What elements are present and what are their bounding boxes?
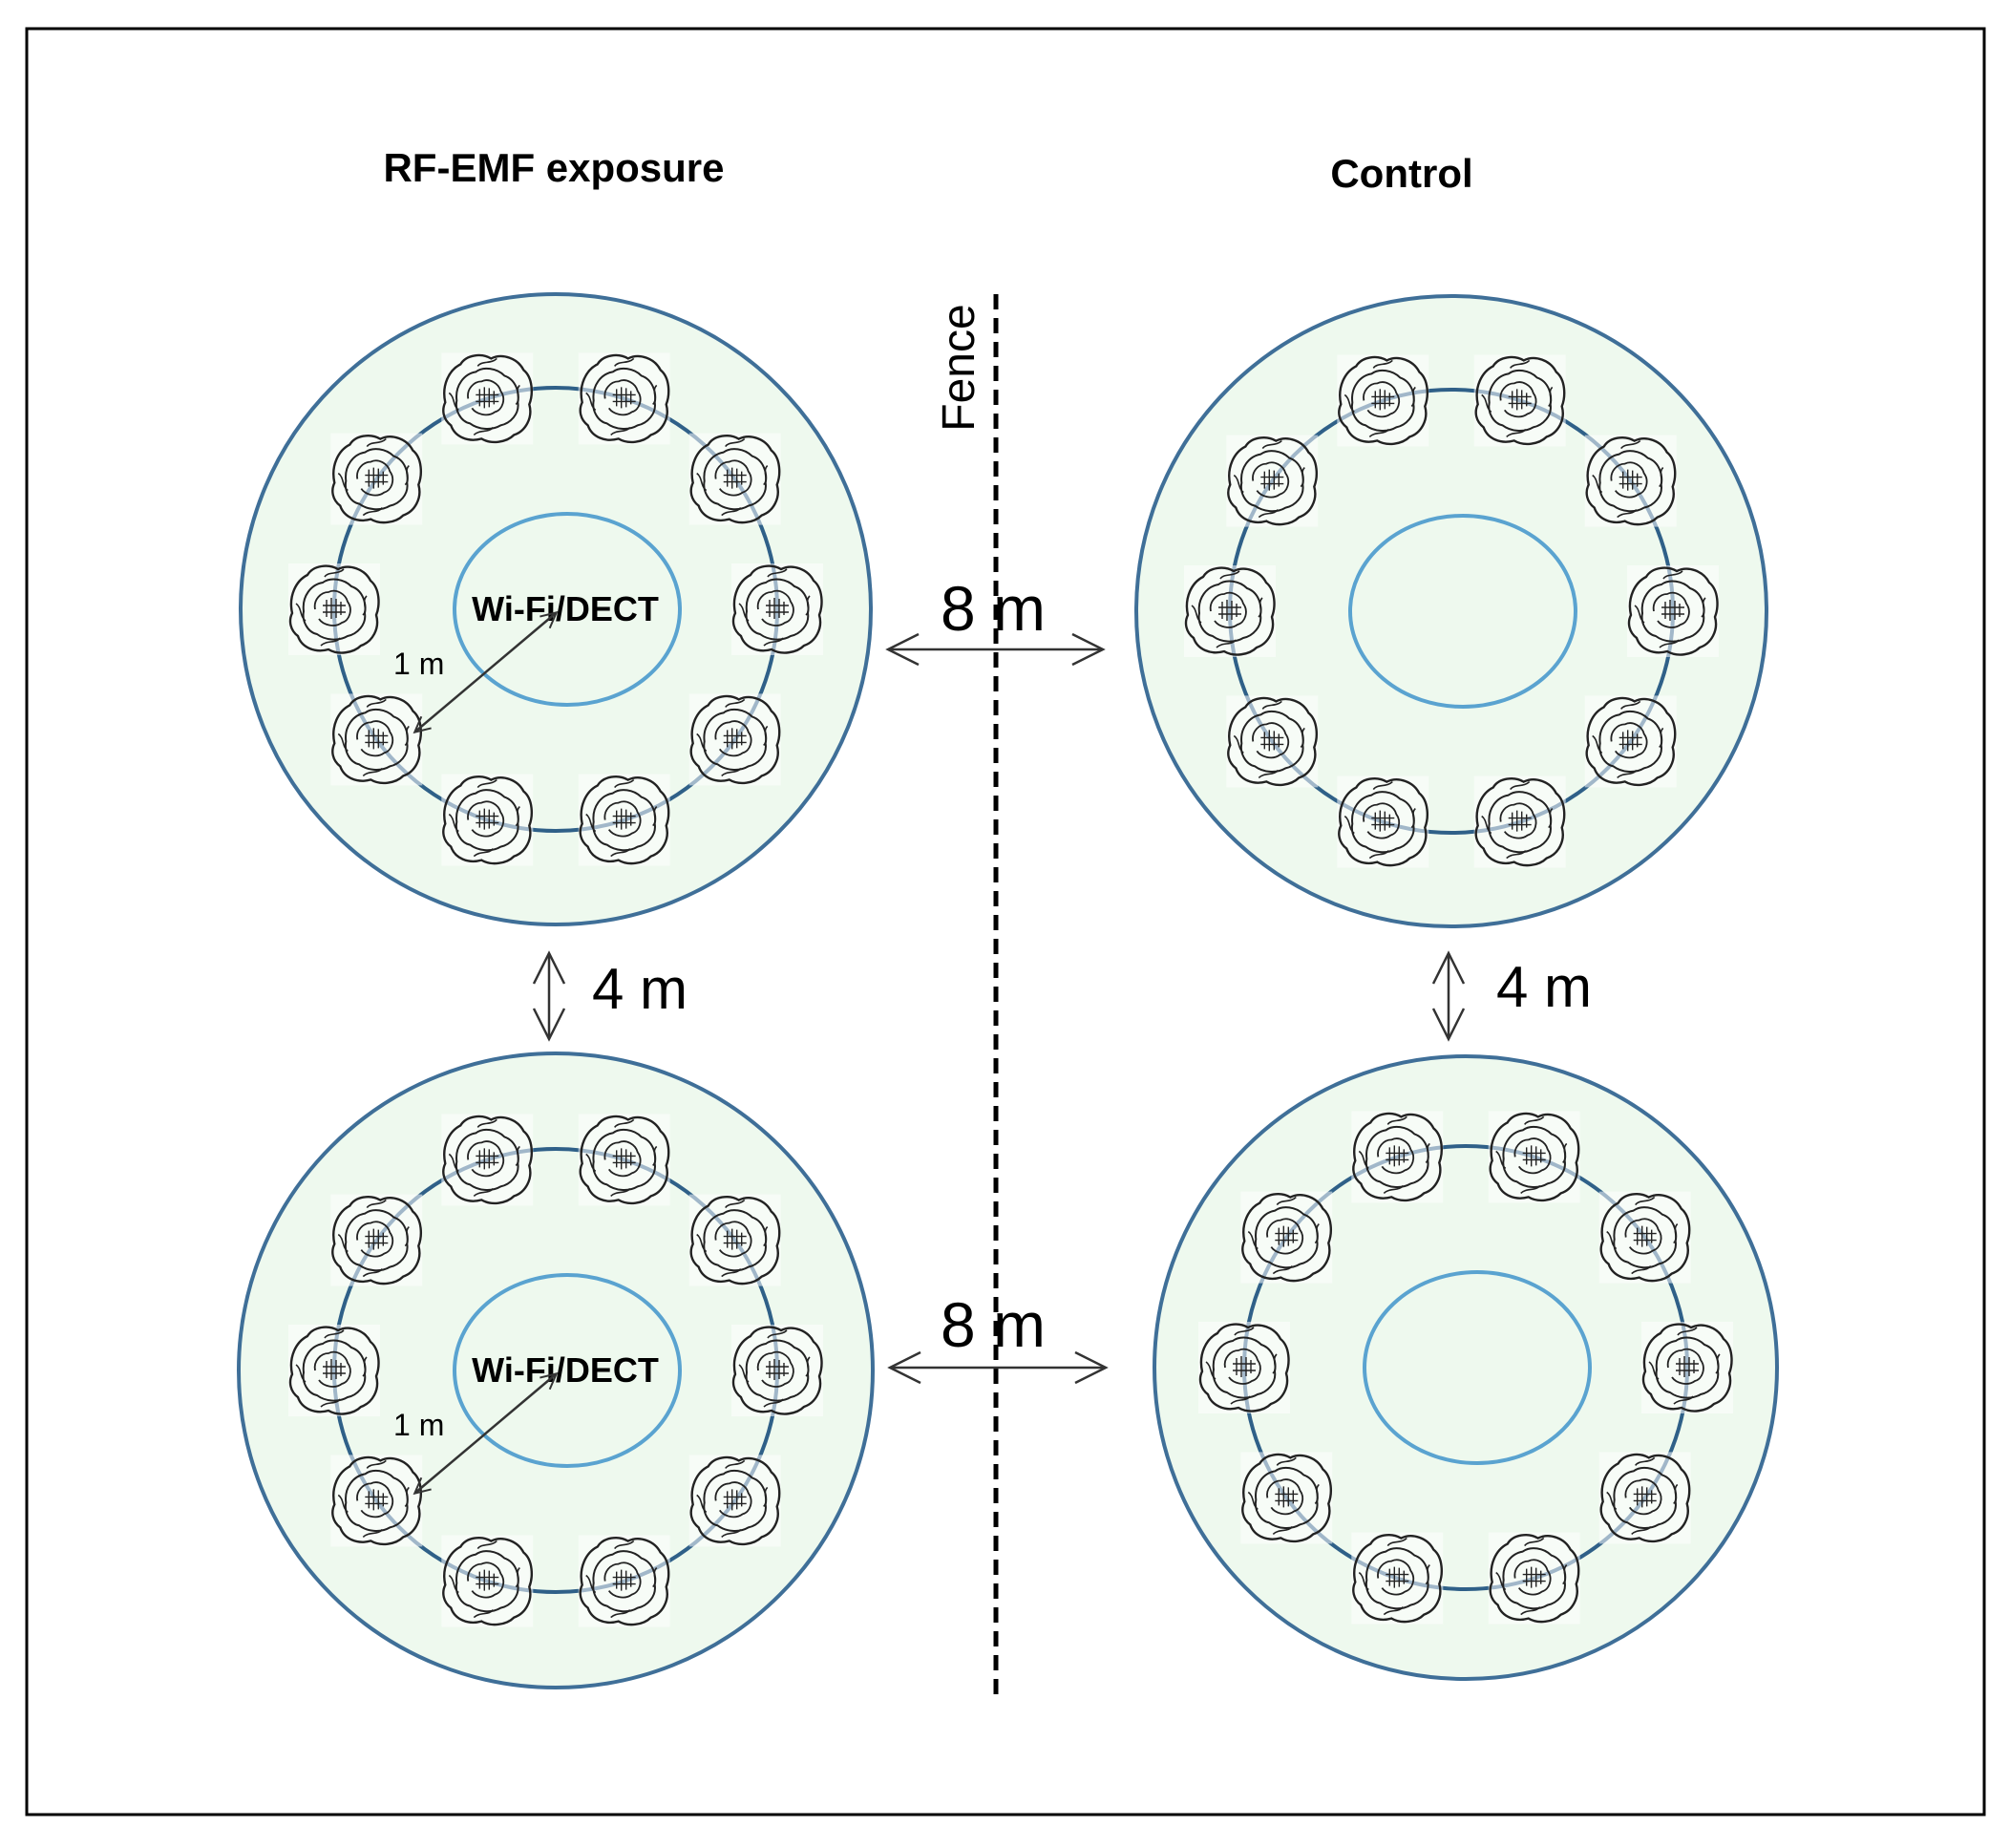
lettuce-icon xyxy=(730,1323,825,1418)
plot-control-top xyxy=(1134,294,1768,928)
lettuce-icon xyxy=(1472,353,1567,448)
distance-label-vertical-left: 4 m xyxy=(592,957,688,1021)
lettuce-icon xyxy=(1239,1190,1334,1285)
lettuce-icon xyxy=(1640,1320,1735,1415)
source-label: Wi-Fi/DECT xyxy=(472,589,659,628)
lettuce-icon xyxy=(329,432,424,526)
lettuce-icon xyxy=(329,1454,424,1548)
lettuce-icon xyxy=(1225,434,1320,528)
lettuce-icon xyxy=(440,351,535,446)
lettuce-icon xyxy=(286,562,382,657)
distance-label-vertical-right: 4 m xyxy=(1496,955,1592,1019)
lettuce-icon xyxy=(1625,563,1721,659)
lettuce-icon xyxy=(1336,353,1430,448)
lettuce-icon xyxy=(688,1454,782,1548)
lettuce-icon xyxy=(1350,1110,1445,1204)
lettuce-icon xyxy=(577,1113,671,1207)
lettuce-icon xyxy=(730,562,825,657)
distance-label-horizontal-top: 8 m xyxy=(941,573,1046,644)
lettuce-icon xyxy=(1350,1531,1445,1625)
lettuce-icon xyxy=(577,351,671,446)
lettuce-icon xyxy=(1182,563,1278,659)
lettuce-icon xyxy=(440,1534,535,1628)
empty-center-zone xyxy=(1348,514,1577,709)
lettuce-icon xyxy=(1583,694,1678,789)
lettuce-icon xyxy=(688,432,782,526)
lettuce-icon xyxy=(688,692,782,787)
lettuce-icon xyxy=(688,1193,782,1287)
lettuce-icon xyxy=(1225,694,1320,789)
lettuce-icon xyxy=(1597,1190,1692,1285)
heading-exposure: RF-EMF exposure xyxy=(383,145,724,190)
lettuce-icon xyxy=(1597,1451,1692,1545)
lettuce-icon xyxy=(440,1113,535,1207)
lettuce-icon xyxy=(1487,1110,1581,1204)
lettuce-icon xyxy=(286,1323,382,1418)
lettuce-icon xyxy=(440,773,535,867)
radius-arrow xyxy=(415,613,556,732)
lettuce-icon xyxy=(577,1534,671,1628)
radius-arrow xyxy=(415,1374,556,1493)
plot-control-bottom xyxy=(1153,1054,1779,1681)
source-label: Wi-Fi/DECT xyxy=(472,1350,659,1390)
lettuce-icon xyxy=(329,692,424,787)
lettuce-icon xyxy=(1487,1531,1581,1625)
lettuce-icon xyxy=(1336,775,1430,869)
radius-label: 1 m xyxy=(393,1408,444,1442)
plot-exposure-bottom: Wi-Fi/DECT 1 m xyxy=(237,1051,875,1689)
lettuce-icon xyxy=(1239,1451,1334,1545)
radius-label: 1 m xyxy=(393,647,444,681)
lettuce-icon xyxy=(577,773,671,867)
lettuce-icon xyxy=(329,1193,424,1287)
lettuce-icon xyxy=(1583,434,1678,528)
fence-label: Fence xyxy=(934,304,984,431)
heading-control: Control xyxy=(1330,151,1472,196)
plots-layer: Wi-Fi/DECT 1 m Wi-Fi/DECT 1 m xyxy=(237,292,1779,1689)
lettuce-icon xyxy=(1472,775,1567,869)
plot-exposure-top: Wi-Fi/DECT 1 m xyxy=(239,292,873,926)
distance-label-horizontal-bottom: 8 m xyxy=(941,1289,1046,1360)
lettuce-icon xyxy=(1196,1320,1292,1415)
empty-center-zone xyxy=(1363,1270,1592,1465)
